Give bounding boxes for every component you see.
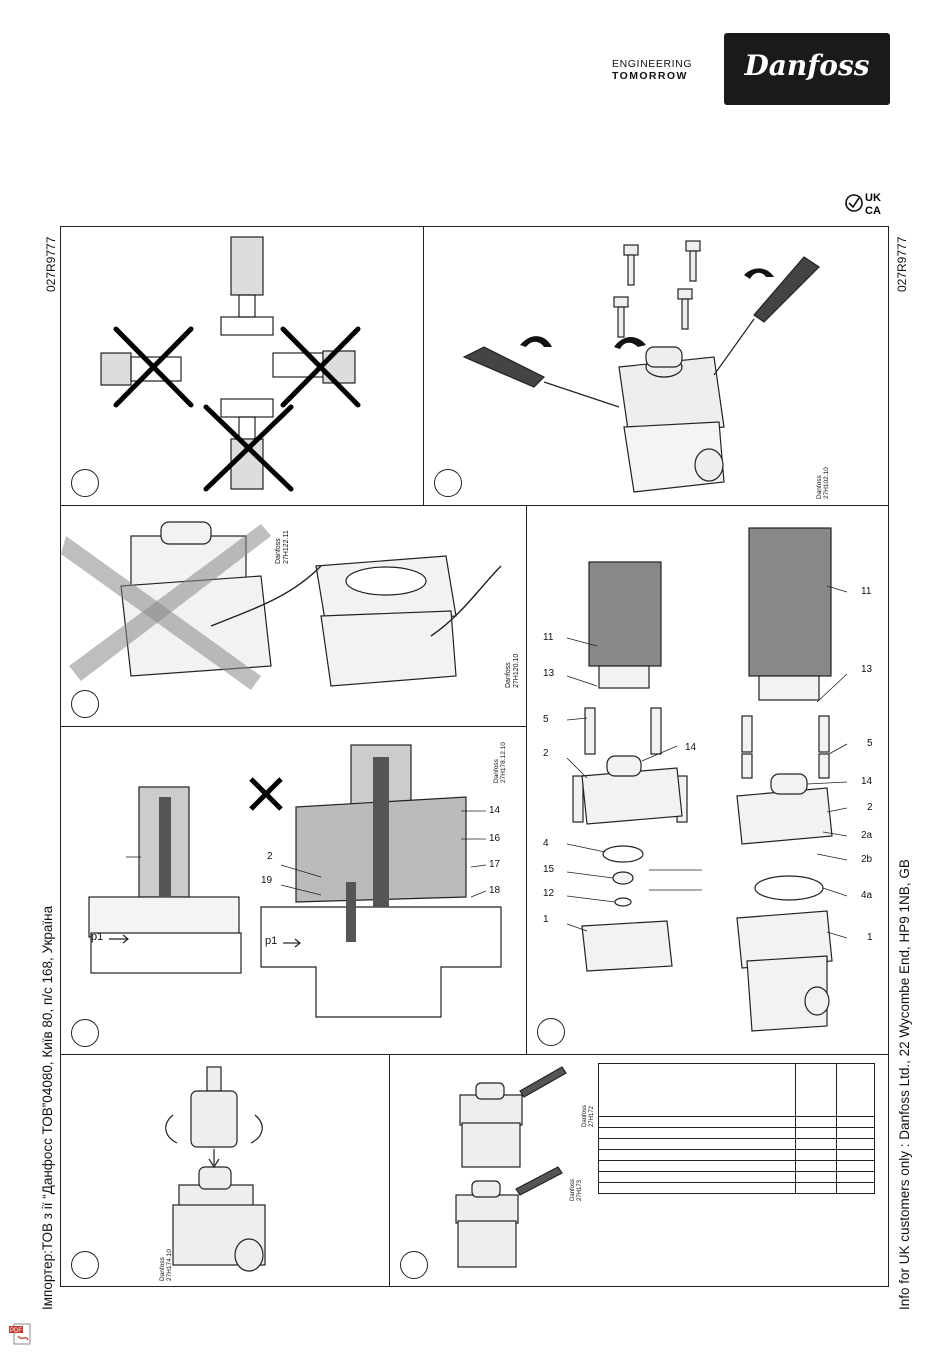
- callout-15: 15: [543, 864, 555, 875]
- tagline: ENGINEERING TOMORROW: [612, 58, 692, 82]
- table-header-row: [598, 1063, 875, 1117]
- callout-14-left: 14: [685, 742, 697, 753]
- drawing-ref-p8b: Danfoss 27H173: [570, 1178, 583, 1201]
- importer-text: Імпортер:ТОВ з ії “Данфосс ТОВ”04080, Ки…: [40, 905, 55, 1310]
- pressure-label-left: p1: [91, 931, 104, 943]
- tagline-line1: ENGINEERING: [612, 58, 693, 70]
- tightening-illustration: [455, 1066, 567, 1268]
- drawing-ref-p3a: Danfoss 27H122.11: [275, 530, 290, 564]
- step-circle-8: [400, 1251, 428, 1279]
- uk-info-text: Info for UK customers only : Danfoss Ltd…: [897, 859, 912, 1310]
- welding-illustration: [61, 521, 502, 690]
- pdf-file-icon: PDF: [9, 1323, 31, 1345]
- pdf-icon[interactable]: PDF: [8, 1322, 34, 1346]
- svg-text:CA: CA: [865, 205, 881, 216]
- callout-13-left: 13: [543, 668, 555, 679]
- callout-4a: 4a: [861, 890, 873, 901]
- doc-code-right: 027R9777: [895, 236, 909, 292]
- doc-code-left: 027R9777: [44, 236, 58, 292]
- step-circle-5: [71, 1019, 99, 1047]
- manual-opening-illustration: [165, 1066, 266, 1272]
- pressure-label-right: p1: [265, 935, 278, 947]
- panel-welding: Danfoss 27H122.11 Danfoss 27H120.10: [60, 505, 527, 727]
- step-circle-2: [434, 469, 462, 497]
- callout-11-left: 11: [543, 632, 554, 643]
- callout-1-right: 1: [867, 932, 873, 943]
- tagline-line2: TOMORROW: [612, 70, 688, 82]
- drawing-ref-p5: Danfoss 27H178.12.10: [493, 742, 507, 783]
- callout-18: 18: [489, 885, 501, 896]
- callout-19: 19: [261, 875, 273, 886]
- callout-2-right: 2: [867, 802, 873, 813]
- callout-2a: 2a: [861, 830, 873, 841]
- callout-5-left: 5: [543, 714, 549, 725]
- ukca-mark: UK CA: [844, 190, 892, 217]
- drawing-ref-p3b: Danfoss 27H120.10: [505, 653, 520, 688]
- callout-17: 17: [489, 859, 501, 870]
- pdf-icon-label: PDF: [10, 1328, 22, 1334]
- step-circle-3: [71, 690, 99, 718]
- callout-13-right: 13: [861, 664, 873, 675]
- svg-text:UK: UK: [865, 192, 881, 204]
- drawing-ref-p8a: Danfoss 27H172: [582, 1104, 595, 1127]
- callout-14-right: 14: [861, 776, 873, 787]
- torque-table: [598, 1063, 875, 1194]
- table-row: [598, 1149, 875, 1161]
- section-illustration: [88, 744, 502, 1018]
- table-row: [598, 1116, 875, 1128]
- step-circle-7: [71, 1251, 99, 1279]
- callout-11-right: 11: [861, 586, 872, 597]
- orientation-illustration: [100, 236, 361, 492]
- callout-1-left: 1: [543, 914, 549, 925]
- panel-remove-bolts: Danfoss 27H102.10: [423, 226, 889, 506]
- callout-16: 16: [489, 833, 501, 844]
- table-row: [598, 1171, 875, 1183]
- table-row: [598, 1182, 875, 1194]
- callout-14-section: 14: [489, 805, 501, 816]
- table-row: [598, 1138, 875, 1150]
- ukca-icon: UK CA: [845, 192, 881, 217]
- panel-section-view: p1 p1 2 19 14 16 17 18 Danfoss 27H178.12…: [60, 726, 527, 1055]
- callout-4: 4: [543, 838, 549, 849]
- panel-manual-opening: Danfoss 27H174.10: [60, 1054, 390, 1287]
- bolts-illustration: [462, 240, 820, 493]
- brand-wordmark: Danfoss: [744, 49, 870, 82]
- danfoss-logo: Danfoss: [724, 33, 890, 105]
- callout-5-right: 5: [867, 738, 873, 749]
- drawing-ref-p7: Danfoss 27H174.10: [159, 1249, 173, 1281]
- drawing-ref-p2: Danfoss 27H102.10: [816, 467, 830, 499]
- table-row: [598, 1160, 875, 1172]
- callout-12: 12: [543, 888, 555, 899]
- exploded-view-illustration: [566, 527, 848, 1032]
- panel-mounting-orientation: [60, 226, 424, 506]
- panel-exploded-view: 11 11 13 13 5 5 14 14 2 2 2a 2b 4 4a 15 …: [526, 505, 889, 1055]
- callout-2-left: 2: [543, 748, 549, 759]
- table-row: [598, 1127, 875, 1139]
- step-circle-4: [537, 1018, 565, 1046]
- step-circle-1: [71, 469, 99, 497]
- callout-2-section: 2: [267, 851, 273, 862]
- callout-2b: 2b: [861, 854, 873, 865]
